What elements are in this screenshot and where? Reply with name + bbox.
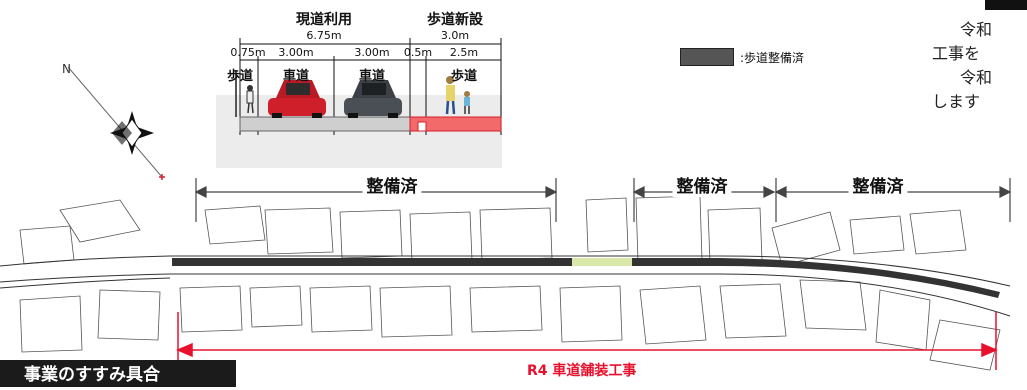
existing-road-label: 現道利用 xyxy=(296,12,352,28)
right-note-line-1: 令和 xyxy=(960,20,993,39)
status-badge: 事業のすすみ具合 xyxy=(0,360,236,387)
new-sidewalk-width: 3.0m xyxy=(440,29,470,42)
right-note-line-3: 令和 xyxy=(960,68,993,87)
new-sidewalk-surface xyxy=(409,116,502,132)
width-label-5: 2.5m xyxy=(449,46,479,59)
legend-label: :歩道整備済 xyxy=(740,50,805,65)
road-surface xyxy=(239,116,411,132)
lane-label-right-sidewalk: 歩道 xyxy=(450,69,478,84)
road-edges xyxy=(0,255,1011,317)
building-outlines xyxy=(19,195,1001,371)
legend: :歩道整備済 xyxy=(680,48,804,66)
curb xyxy=(417,121,427,132)
section-label-3: 整備済 xyxy=(848,172,908,197)
construction-label: R4 車道舗装工事 xyxy=(527,363,637,379)
lane-label-lane-1: 車道 xyxy=(282,69,310,84)
compass-icon: N xyxy=(62,62,165,180)
existing-road-width: 6.75m xyxy=(306,29,342,42)
sidewalk-transition xyxy=(572,258,632,266)
right-note-line-2: 工事を xyxy=(932,44,981,63)
right-note: 令和 工事を 令和 します xyxy=(932,18,1027,114)
cross-section-drawing xyxy=(216,38,502,168)
svg-text:N: N xyxy=(62,62,71,76)
red-car-icon xyxy=(268,80,326,118)
construction-extent xyxy=(176,312,998,370)
right-note-line-4: します xyxy=(932,92,981,111)
section-label-2: 整備済 xyxy=(672,172,732,197)
width-label-2: 3.00m xyxy=(278,46,314,59)
pedestrian-left-icon xyxy=(247,85,253,91)
site-map xyxy=(0,178,1012,371)
legend-swatch xyxy=(680,48,734,66)
width-label-3: 3.00m xyxy=(354,46,390,59)
completed-sidewalk-band xyxy=(172,258,1000,298)
width-label-4: 0.5m xyxy=(403,46,433,59)
new-sidewalk-label: 歩道新設 xyxy=(427,12,483,28)
pedestrians-right-icon xyxy=(445,76,470,115)
section-label-1: 整備済 xyxy=(362,172,422,197)
road-cross-section: 現道利用 6.75m 歩道新設 3.0m 0.75m 3.00m 3.00m 0… xyxy=(216,0,502,168)
right-header-tab xyxy=(985,0,1027,10)
lane-label-left-sidewalk: 歩道 xyxy=(226,69,254,84)
width-label-1: 0.75m xyxy=(230,46,266,59)
lane-label-lane-2: 車道 xyxy=(358,69,386,84)
gray-car-icon xyxy=(344,80,402,118)
